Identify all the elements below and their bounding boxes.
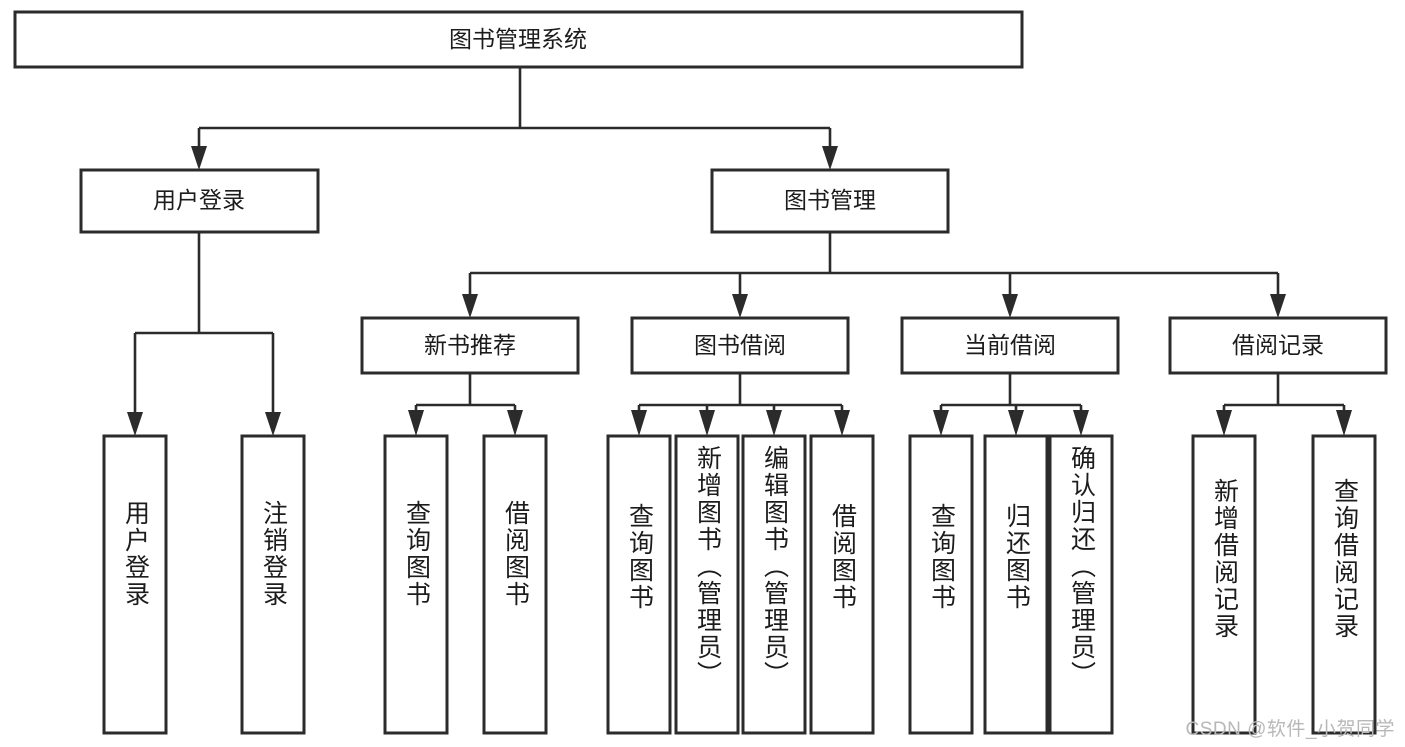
arrowhead-leaf-borrow-book [834, 410, 850, 436]
arrowhead-leaf-query-book-cur [933, 410, 949, 436]
arrowhead-leaf-borrow-book-rec [507, 410, 523, 436]
leaf-box-add-book[interactable] [674, 434, 740, 735]
leaf-box-borrow-book-rec[interactable] [482, 434, 548, 735]
node-book-borrow-box[interactable] [630, 316, 850, 375]
arrowhead-book-manage [822, 146, 838, 170]
node-book-manage[interactable]: 图书管理 [710, 168, 950, 234]
connectors [127, 67, 1352, 436]
arrowhead-leaf-query-book-rec [408, 410, 424, 436]
node-user-login[interactable]: 用户登录 [79, 168, 320, 234]
csdn-watermark: CSDN @软件_小贺同学 [1185, 719, 1395, 740]
node-book-borrow[interactable]: 图书借阅 [630, 316, 850, 375]
arrowhead-user-login [191, 146, 207, 170]
arrowhead-leaf-query-record [1336, 410, 1352, 436]
node-root-label: 图书管理系统 [449, 26, 587, 52]
node-borrow-record-box[interactable] [1168, 316, 1388, 375]
arrowhead-leaf-add-book [699, 410, 715, 436]
leaf-box-confirm-return[interactable] [1048, 434, 1114, 735]
arrowhead-leaf-add-record [1216, 410, 1232, 436]
leaf-box-edit-book[interactable] [741, 434, 807, 735]
node-new-book-rec-label: 新书推荐 [424, 332, 516, 358]
leaf-box-logout[interactable] [240, 434, 306, 735]
node-user-login-box[interactable] [79, 168, 320, 234]
node-borrow-record[interactable]: 借阅记录 [1168, 316, 1388, 375]
arrowhead-leaf-query-book [631, 410, 647, 436]
node-borrow-record-label: 借阅记录 [1232, 332, 1324, 358]
node-new-book-rec[interactable]: 新书推荐 [360, 316, 580, 375]
arrowhead-leaf-user-login [127, 412, 143, 436]
leaf-box-borrow-book[interactable] [809, 434, 875, 735]
leaf-box-query-book[interactable] [606, 434, 672, 735]
node-book-manage-label: 图书管理 [784, 187, 876, 213]
leaf-box-query-book-cur[interactable] [908, 434, 974, 735]
arrowhead-leaf-logout [265, 412, 281, 436]
node-current-borrow-box[interactable] [900, 316, 1120, 375]
node-book-manage-box[interactable] [710, 168, 950, 234]
leaf-box-user-login[interactable] [102, 434, 168, 735]
leaf-box-query-record[interactable] [1311, 434, 1377, 735]
node-root[interactable]: 图书管理系统 [13, 10, 1024, 69]
arrowhead-borrow-record [1270, 294, 1286, 318]
node-current-borrow[interactable]: 当前借阅 [900, 316, 1120, 375]
node-book-borrow-label: 图书借阅 [694, 332, 786, 358]
leaf-boxes [102, 434, 1377, 735]
arrowhead-leaf-return-book [1008, 410, 1024, 436]
arrowhead-new-book-rec [462, 294, 478, 318]
node-root-box[interactable] [13, 10, 1024, 69]
node-new-book-rec-box[interactable] [360, 316, 580, 375]
arrowhead-book-borrow [732, 294, 748, 318]
leaf-box-query-book-rec[interactable] [383, 434, 449, 735]
arrowhead-current-borrow [1002, 294, 1018, 318]
arrowhead-leaf-edit-book [766, 410, 782, 436]
leaf-box-add-record[interactable] [1191, 434, 1257, 735]
leaf-box-return-book[interactable] [983, 434, 1049, 735]
node-current-borrow-label: 当前借阅 [964, 332, 1056, 358]
node-user-login-label: 用户登录 [153, 187, 245, 213]
arrowhead-leaf-confirm-return [1073, 410, 1089, 436]
